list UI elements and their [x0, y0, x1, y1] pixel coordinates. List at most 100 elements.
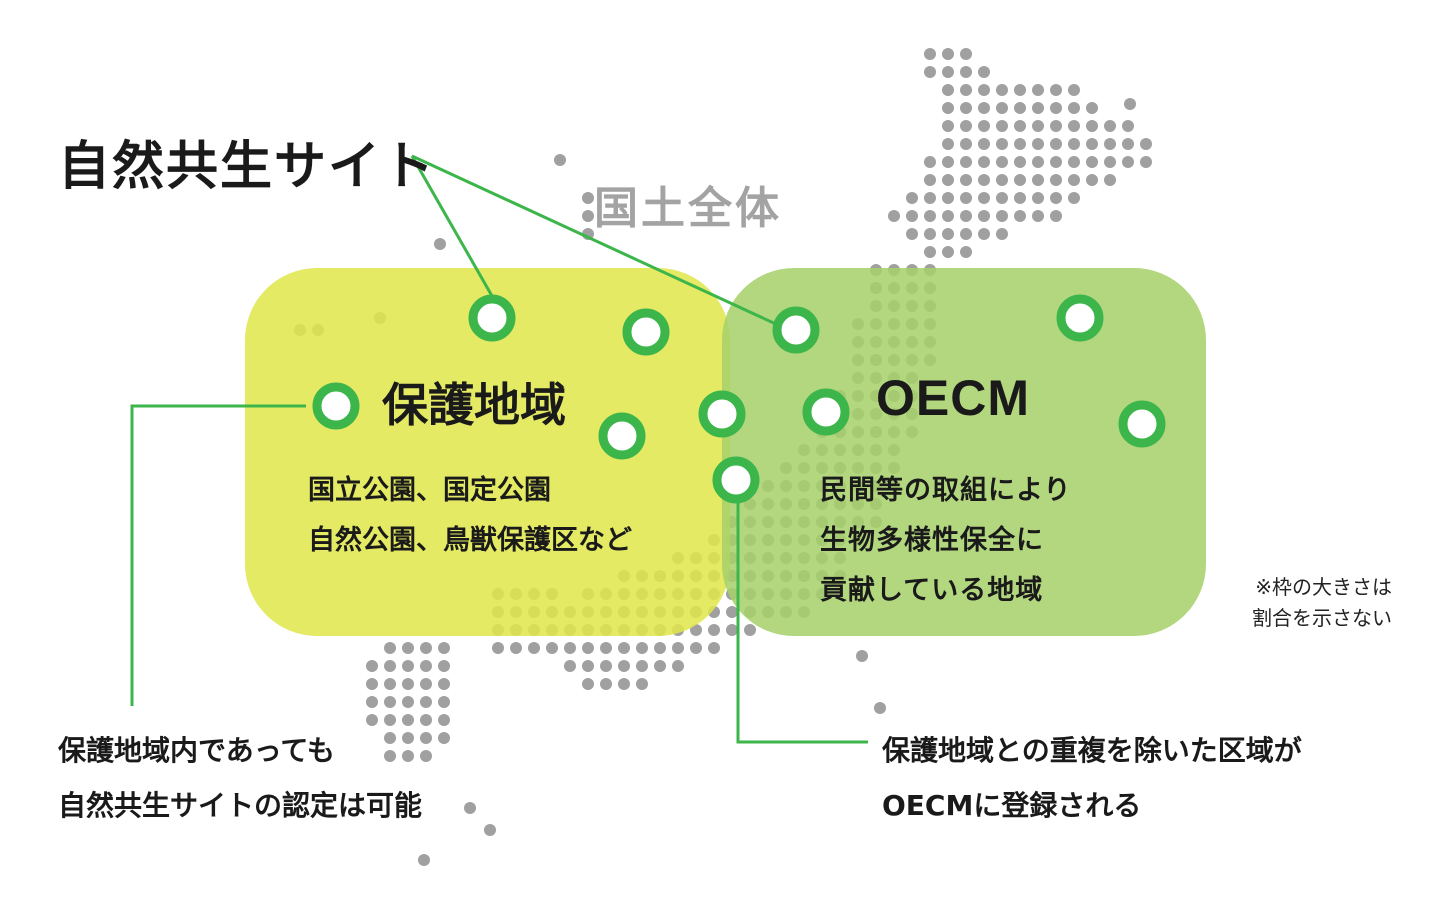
- map-dot: [924, 156, 936, 168]
- map-dot: [1122, 120, 1134, 132]
- map-dot: [492, 642, 504, 654]
- map-dot: [978, 228, 990, 240]
- map-dot: [960, 246, 972, 258]
- map-dot: [618, 678, 630, 690]
- map-dot: [438, 696, 450, 708]
- map-dot: [942, 84, 954, 96]
- map-dot: [924, 228, 936, 240]
- map-dot: [402, 696, 414, 708]
- map-dot: [978, 102, 990, 114]
- map-dot: [420, 678, 432, 690]
- map-dot: [1086, 156, 1098, 168]
- map-dot: [960, 228, 972, 240]
- map-dot: [906, 228, 918, 240]
- map-dot: [690, 642, 702, 654]
- map-dot: [546, 642, 558, 654]
- left-callout-line: 自然共生サイトの認定は可能: [58, 788, 423, 822]
- map-dot: [366, 714, 378, 726]
- map-dot: [1014, 138, 1026, 150]
- scale-note-line: 割合を示さない: [1252, 606, 1392, 630]
- map-dot: [582, 642, 594, 654]
- map-dot: [960, 120, 972, 132]
- map-dot: [996, 192, 1008, 204]
- map-dot: [402, 678, 414, 690]
- map-dot: [888, 210, 900, 222]
- map-dot: [420, 642, 432, 654]
- right-callout: 保護地域との重複を除いた区域が OECMに登録される: [882, 724, 1302, 833]
- map-dot: [420, 660, 432, 672]
- map-dot: [1104, 120, 1116, 132]
- map-dot: [906, 192, 918, 204]
- map-dot: [384, 696, 396, 708]
- map-dot: [582, 192, 594, 204]
- map-dot: [438, 642, 450, 654]
- site-marker-icon: [622, 308, 670, 356]
- map-dot: [1014, 192, 1026, 204]
- map-dot: [960, 138, 972, 150]
- map-dot: [434, 238, 446, 250]
- map-dot: [942, 210, 954, 222]
- map-dot: [438, 660, 450, 672]
- map-dot: [384, 714, 396, 726]
- map-dot: [564, 660, 576, 672]
- map-dot: [672, 660, 684, 672]
- map-dot: [636, 678, 648, 690]
- map-dot: [960, 192, 972, 204]
- map-dot: [1014, 84, 1026, 96]
- map-dot: [1068, 138, 1080, 150]
- site-marker-icon: [712, 456, 760, 504]
- map-dot: [564, 642, 576, 654]
- map-dot: [978, 192, 990, 204]
- oecm-box: [722, 268, 1206, 636]
- site-marker-icon: [468, 294, 516, 342]
- map-dot: [528, 642, 540, 654]
- protected-area-desc-line: 自然公園、鳥獣保護区など: [308, 524, 632, 556]
- map-dot: [1104, 156, 1116, 168]
- site-marker-icon: [312, 382, 360, 430]
- map-dot: [744, 624, 756, 636]
- map-dot: [978, 66, 990, 78]
- map-dot: [418, 854, 430, 866]
- map-dot: [1086, 102, 1098, 114]
- site-marker-icon: [1056, 294, 1104, 342]
- map-dot: [1014, 102, 1026, 114]
- map-dot: [942, 120, 954, 132]
- map-dot: [366, 660, 378, 672]
- site-marker-icon: [772, 306, 820, 354]
- map-dot: [942, 102, 954, 114]
- map-dot: [654, 660, 666, 672]
- map-dot: [708, 624, 720, 636]
- map-dot: [1068, 156, 1080, 168]
- leader-line-site-oecm: [411, 154, 779, 327]
- map-dot: [996, 138, 1008, 150]
- scale-note: ※枠の大きさは 割合を示さない: [1252, 572, 1392, 634]
- map-dot: [726, 624, 738, 636]
- map-dot: [960, 102, 972, 114]
- map-dot: [942, 174, 954, 186]
- map-dot: [708, 642, 720, 654]
- map-dot: [1124, 98, 1136, 110]
- right-callout-line: 保護地域との重複を除いた区域が: [882, 734, 1302, 767]
- country-label: 国土全体: [594, 183, 782, 234]
- protected-area-title: 保護地域: [382, 378, 566, 432]
- map-dot: [1032, 138, 1044, 150]
- leader-line-left-callout: [130, 404, 306, 706]
- map-dot: [1050, 138, 1062, 150]
- site-marker-icon: [598, 412, 646, 460]
- map-dot: [942, 156, 954, 168]
- oecm-description: 民間等の取組により 生物多様性保全に 貢献している地域: [820, 466, 1071, 616]
- site-marker-icon: [698, 390, 746, 438]
- map-dot: [1050, 174, 1062, 186]
- map-dot: [1050, 120, 1062, 132]
- map-dot: [1050, 84, 1062, 96]
- map-dot: [978, 138, 990, 150]
- map-dot: [996, 228, 1008, 240]
- map-dot: [978, 120, 990, 132]
- map-dot: [1014, 174, 1026, 186]
- map-dot: [384, 642, 396, 654]
- map-dot: [402, 732, 414, 744]
- map-dot: [402, 714, 414, 726]
- left-callout-line: 保護地域内であっても: [58, 734, 335, 767]
- map-dot: [636, 660, 648, 672]
- map-dot: [942, 246, 954, 258]
